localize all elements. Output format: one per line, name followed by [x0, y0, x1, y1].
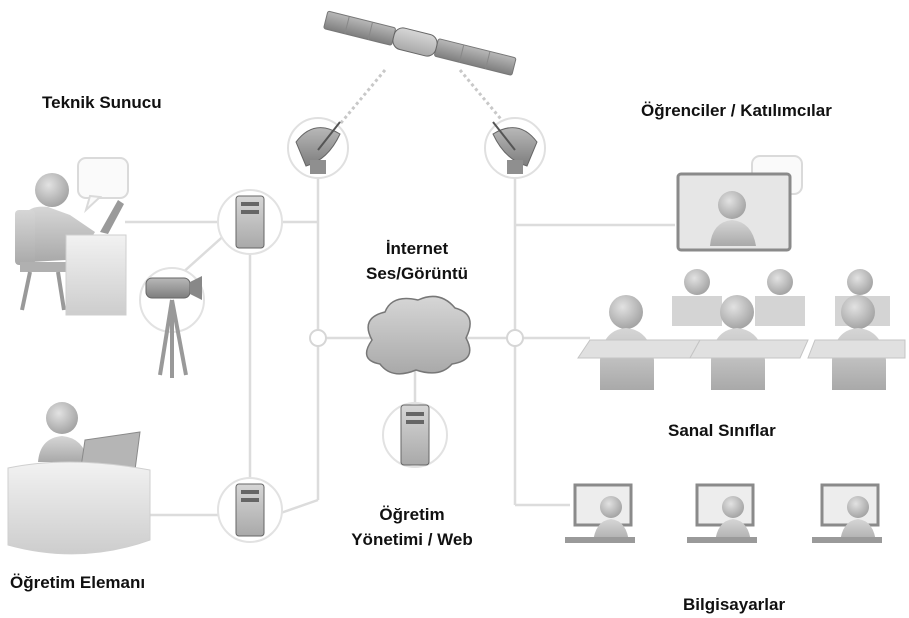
students-monitor	[676, 155, 803, 252]
person-icon	[46, 402, 78, 434]
satellite-dish-icon	[287, 117, 349, 179]
cloud-icon	[365, 295, 471, 375]
computer-icon	[812, 483, 882, 543]
server-icon	[217, 477, 283, 543]
label-virtual-classes: Sanal Sınıflar	[668, 421, 776, 440]
label-internet: İnternet Ses/Görüntü	[352, 238, 482, 284]
label-technical-presenter: Teknik Sunucu	[42, 93, 162, 112]
laptop-icon	[100, 200, 124, 234]
virtual-classroom	[577, 269, 906, 390]
satellite-dish-icon	[484, 117, 546, 179]
server-icon	[382, 402, 448, 468]
person-icon	[718, 191, 746, 219]
connection-lines	[125, 170, 675, 517]
technical-presenter-figure	[15, 157, 129, 316]
label-students: Öğrenciler / Katılımcılar	[641, 101, 832, 120]
person-icon	[35, 173, 69, 207]
label-internet-line2: Ses/Görüntü	[365, 264, 468, 283]
computer-workstations	[565, 483, 882, 543]
label-computers: Bilgisayarlar	[683, 595, 786, 614]
computer-icon	[687, 483, 757, 543]
label-instruction-line2: Yönetimi / Web	[351, 530, 473, 549]
satellite-beams	[333, 69, 512, 131]
instructor-figure	[7, 402, 151, 555]
label-internet-line1: İnternet	[385, 239, 449, 258]
label-instructor: Öğretim Elemanı	[10, 573, 146, 592]
junction-nodes	[309, 329, 524, 347]
speech-bubble-icon	[77, 157, 129, 214]
computer-icon	[565, 483, 635, 543]
server-icon	[217, 189, 283, 255]
label-instruction-line1: Öğretim	[379, 505, 445, 524]
front-row-students	[577, 295, 906, 390]
video-camera-icon	[139, 267, 205, 378]
satellite-icon	[323, 10, 517, 76]
label-instruction-management: Öğretim Yönetimi / Web	[322, 504, 502, 550]
